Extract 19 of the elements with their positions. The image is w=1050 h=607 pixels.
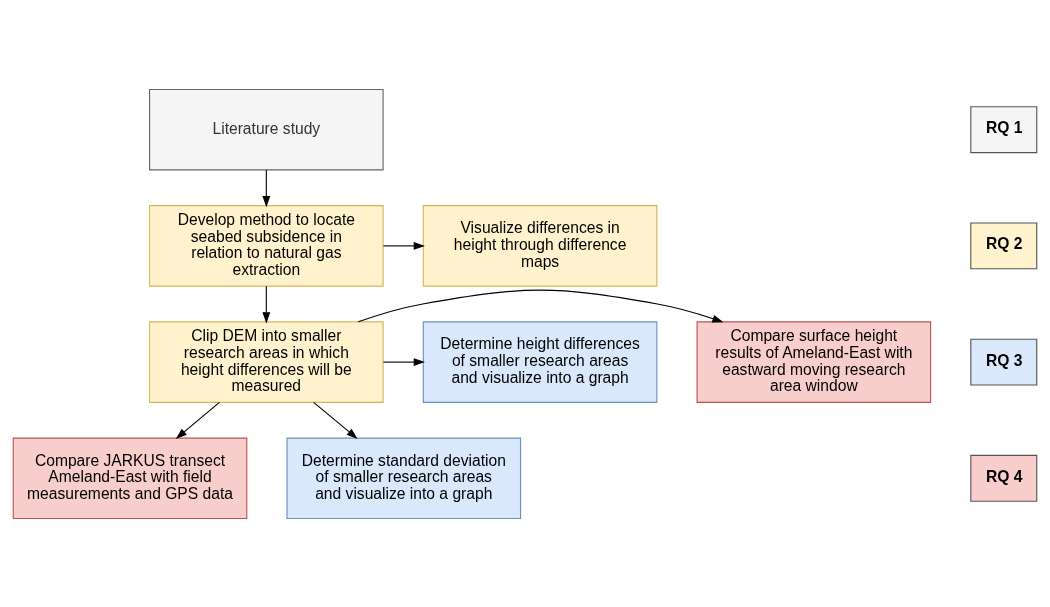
arrow	[262, 285, 271, 323]
arrow	[382, 357, 425, 366]
legend-label: RQ 1	[985, 118, 1023, 136]
node-box: Determine height differences of smaller research areas and visualize into a graph	[422, 320, 658, 403]
node-box: Determine standard deviation of smaller research areas and visualize into a graph	[286, 437, 522, 519]
node-box: Compare JARKUS transect Ameland-East with field measurements and GPS data	[12, 437, 248, 519]
node-box: Literature study	[149, 88, 384, 170]
legend-label: RQ 2	[985, 234, 1023, 252]
node-box: Compare surface height results of Ameland-East with eastward moving research area window	[696, 320, 932, 403]
node-box: Clip DEM into smaller research areas in which height differences will be measured	[149, 320, 384, 403]
arrow	[175, 401, 220, 439]
arrow	[313, 401, 358, 439]
node-box: Develop method to locate seabed subsidence in relation to natural gas extraction	[149, 204, 384, 287]
arrow	[357, 289, 724, 322]
node-box: Visualize differences in height through difference maps	[422, 204, 658, 287]
arrow	[262, 168, 271, 207]
legend-label: RQ 3	[985, 351, 1023, 369]
legend-label: RQ 4	[985, 467, 1023, 485]
arrow	[382, 241, 425, 250]
